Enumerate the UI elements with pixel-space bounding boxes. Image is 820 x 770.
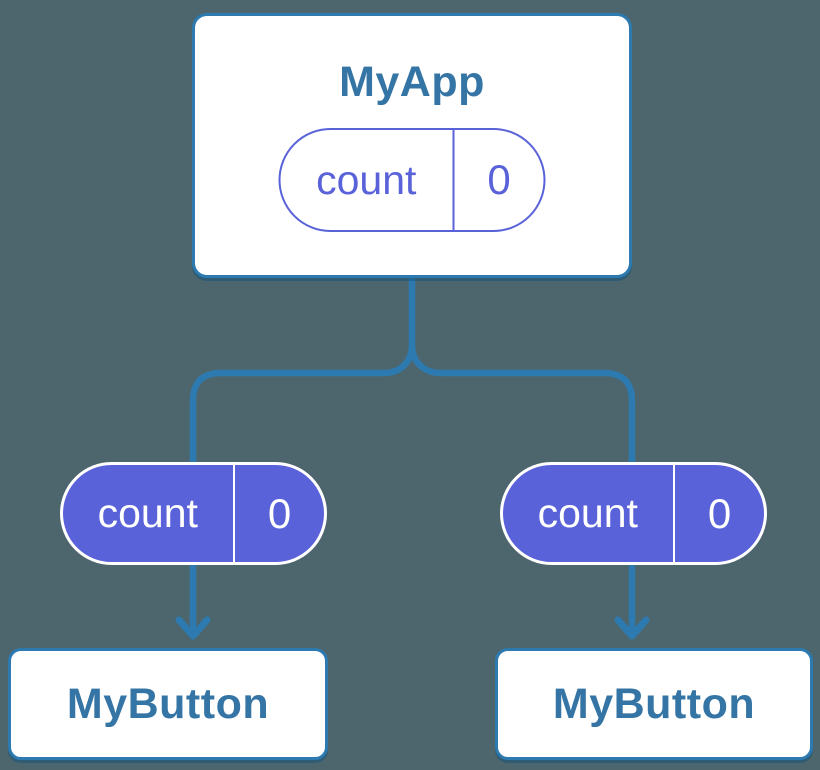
fork-branch-left [189,344,416,632]
pill-divider [232,465,235,562]
mybutton-title-left: MyButton [66,679,270,728]
pill-divider [672,465,675,562]
state-key-label: count [316,156,417,203]
myapp-state-pill: count 0 [278,128,546,232]
myapp-node: MyApp count 0 [192,13,632,278]
prop-key-label: count [537,490,638,536]
state-value: 0 [487,156,511,203]
fork-branch-right [408,344,636,632]
mybutton-title-right: MyButton [552,679,756,728]
prop-value: 0 [707,489,732,537]
mybutton-node-right: MyButton [495,648,813,760]
prop-pill-left: count 0 [60,462,327,565]
arrowhead-left-icon [175,616,211,640]
prop-value: 0 [267,489,292,537]
pill-divider [452,130,455,230]
arrowhead-right-icon [614,616,650,640]
myapp-title: MyApp [339,58,485,106]
mybutton-node-left: MyButton [8,648,328,760]
prop-key-label: count [97,490,198,536]
prop-pill-right: count 0 [500,462,767,565]
